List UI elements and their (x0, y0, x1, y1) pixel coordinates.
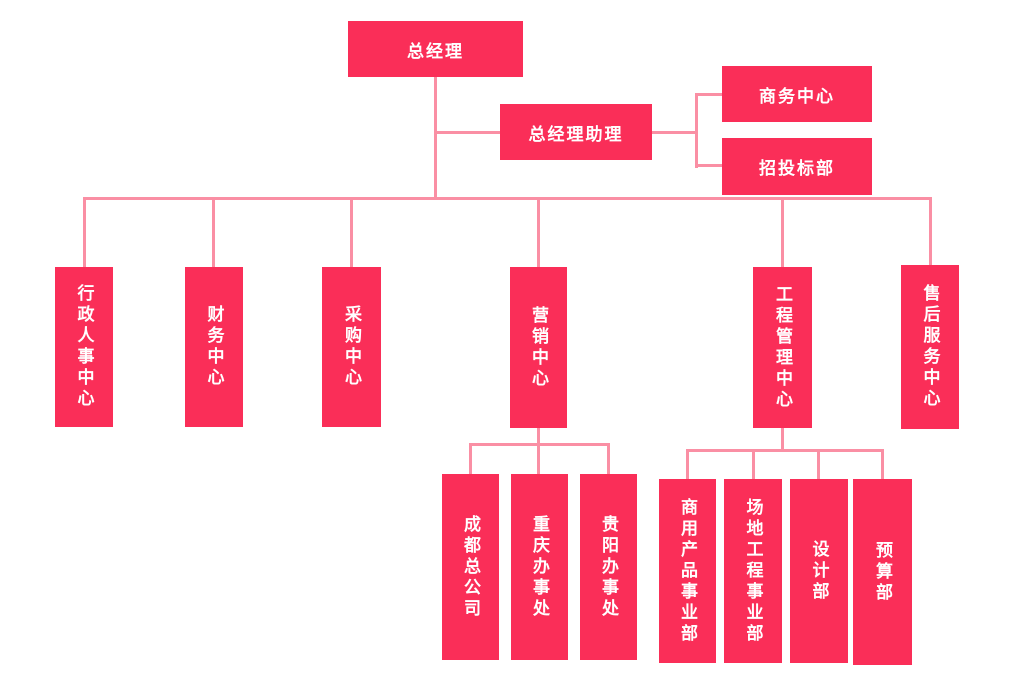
connector-drop-finance (212, 197, 215, 267)
node-label: 行政人事中心 (74, 284, 94, 410)
node-label: 财务中心 (204, 305, 224, 389)
connector-bracket-vertical (695, 93, 698, 168)
node-gm-assistant: 总经理助理 (500, 104, 652, 160)
node-chengdu-head-office: 成都总公司 (442, 474, 499, 660)
node-design-dept: 设计部 (790, 479, 848, 663)
connector-engineering-riser (781, 427, 784, 451)
connector-drop-chengdu (469, 443, 472, 474)
node-admin-hr-center: 行政人事中心 (55, 267, 113, 427)
connector-drop-admin-hr (83, 197, 86, 267)
node-procurement-center: 采购中心 (322, 267, 381, 427)
node-general-manager: 总经理 (348, 21, 523, 77)
connector-drop-marketing (537, 197, 540, 267)
connector-stub-bidding (695, 164, 722, 167)
connector-engineering-horizontal (686, 449, 884, 452)
node-label: 采购中心 (342, 305, 361, 389)
node-label: 场地工程事业部 (743, 497, 763, 645)
node-chongqing-office: 重庆办事处 (511, 474, 568, 660)
node-business-center: 商务中心 (722, 66, 872, 122)
node-label: 工程管理中心 (773, 284, 792, 411)
node-label: 营销中心 (529, 305, 548, 390)
node-commercial-products-division: 商用产品事业部 (659, 479, 716, 663)
connector-assistant-bracket-horizontal (652, 131, 698, 134)
connector-drop-budget (881, 449, 884, 480)
connector-drop-commercial-products (686, 449, 689, 480)
connector-stub-business (695, 93, 722, 96)
node-aftersales-service-center: 售后服务中心 (901, 265, 959, 429)
connector-gm-trunk-vertical (434, 77, 437, 200)
node-label: 贵阳办事处 (599, 514, 618, 620)
node-label: 总经理助理 (528, 124, 624, 144)
node-label: 总经理 (407, 41, 464, 61)
node-bidding-dept: 招投标部 (722, 138, 872, 195)
node-label: 重庆办事处 (530, 514, 549, 620)
connector-drop-guiyang (607, 443, 610, 474)
node-guiyang-office: 贵阳办事处 (580, 474, 637, 660)
connector-drop-engineering (781, 197, 784, 267)
node-site-engineering-division: 场地工程事业部 (724, 479, 782, 663)
node-marketing-center: 营销中心 (510, 267, 567, 428)
connector-drop-site-engineering (752, 449, 755, 480)
node-label: 设计部 (809, 539, 829, 603)
node-label: 成都总公司 (461, 514, 480, 620)
connector-backbone-horizontal (83, 197, 932, 200)
node-budget-dept: 预算部 (853, 479, 912, 665)
connector-drop-procurement (350, 197, 353, 267)
node-label: 招投标部 (759, 159, 835, 178)
connector-drop-aftersales (929, 197, 932, 267)
connector-drop-design (817, 449, 820, 480)
connector-marketing-riser (537, 427, 540, 474)
node-label: 商用产品事业部 (678, 497, 697, 645)
node-finance-center: 财务中心 (185, 267, 243, 427)
node-engineering-mgmt-center: 工程管理中心 (753, 267, 812, 428)
connector-marketing-horizontal (469, 443, 610, 446)
node-label: 预算部 (873, 540, 892, 604)
connector-gm-assistant-horizontal (434, 131, 500, 134)
node-label: 售后服务中心 (920, 284, 940, 410)
node-label: 商务中心 (759, 86, 835, 106)
